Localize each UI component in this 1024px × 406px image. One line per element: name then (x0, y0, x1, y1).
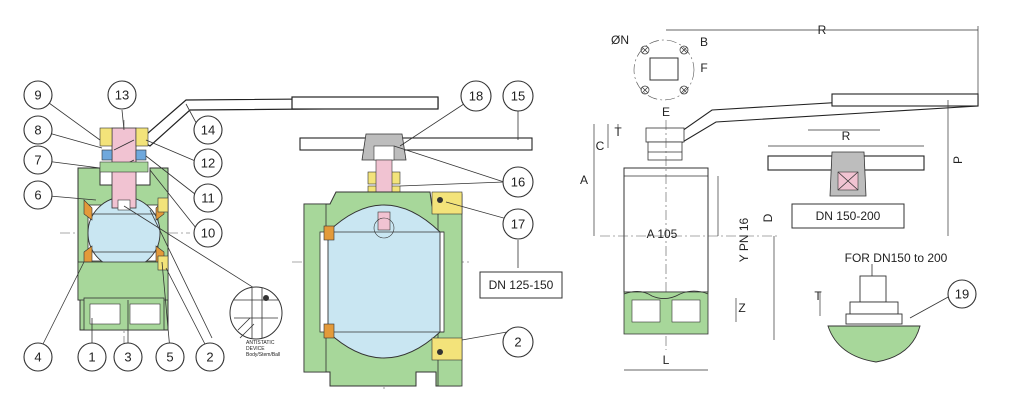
dim-R-small: R (842, 129, 851, 143)
antistatic-line-2: DEVICE (246, 346, 265, 352)
dim-A: A (580, 173, 588, 187)
dim-Y-PN16: Y PN 16 (737, 217, 751, 262)
dim-F: F (700, 61, 707, 75)
part-11: 11 (201, 191, 215, 206)
label-for-dn150-200: FOR DN150 to 200 (845, 251, 948, 265)
dim-A105: A 105 (647, 227, 678, 241)
dim-E: E (662, 105, 670, 119)
dn150-200-stem-detail: FOR DN150 to 200 T 19 (814, 251, 977, 363)
part-3: 3 (124, 350, 131, 365)
dim-T: T (614, 125, 622, 139)
part-2-large: 2 (514, 335, 521, 350)
part-15: 15 (511, 89, 525, 104)
part-16: 16 (511, 175, 525, 190)
part-14: 14 (201, 123, 215, 138)
part-2: 2 (206, 350, 213, 365)
part-10: 10 (201, 226, 215, 241)
label-dn-150-200: DN 150-200 (816, 209, 881, 223)
antistatic-line-1: ANTISTATIC (246, 340, 275, 346)
dim-R-top: R (818, 23, 827, 37)
part-17: 17 (511, 217, 525, 232)
part-9: 9 (34, 88, 41, 103)
part-number-bubbles-view2: 18 15 16 17 DN 125-150 2 (393, 80, 563, 358)
part-4: 4 (34, 350, 41, 365)
dn150-200-handle-detail: R DN 150-200 (767, 129, 925, 229)
part-18: 18 (469, 89, 483, 104)
dim-P: P (951, 156, 965, 164)
part-12: 12 (201, 156, 215, 171)
part-7: 7 (34, 153, 41, 168)
dim-D: D (761, 213, 775, 222)
part-19: 19 (955, 287, 969, 302)
part-13: 13 (115, 88, 129, 103)
antistatic-detail: ANTISTATIC DEVICE Body/Stem/Ball (229, 286, 283, 358)
dim-phiN: ØN (611, 33, 629, 47)
part-number-bubbles-view1: 9 13 14 8 12 7 11 6 10 4 1 3 5 2 (23, 80, 225, 372)
dim-Z: Z (738, 301, 745, 315)
part-1: 1 (88, 350, 95, 365)
label-dn-125-150: DN 125-150 (489, 278, 554, 292)
dim-T-detail: T (814, 289, 822, 303)
antistatic-line-3: Body/Stem/Ball (246, 352, 280, 358)
small-valve-section (60, 96, 439, 350)
dim-L: L (663, 353, 670, 367)
large-valve-section (292, 133, 533, 392)
external-view: R E ØN B F C T A A 105 Y PN 16 D P Z L (580, 23, 979, 371)
dim-C: C (596, 139, 605, 153)
part-8: 8 (34, 123, 41, 138)
dim-B: B (700, 35, 708, 49)
part-5: 5 (166, 350, 173, 365)
part-6: 6 (34, 188, 41, 203)
